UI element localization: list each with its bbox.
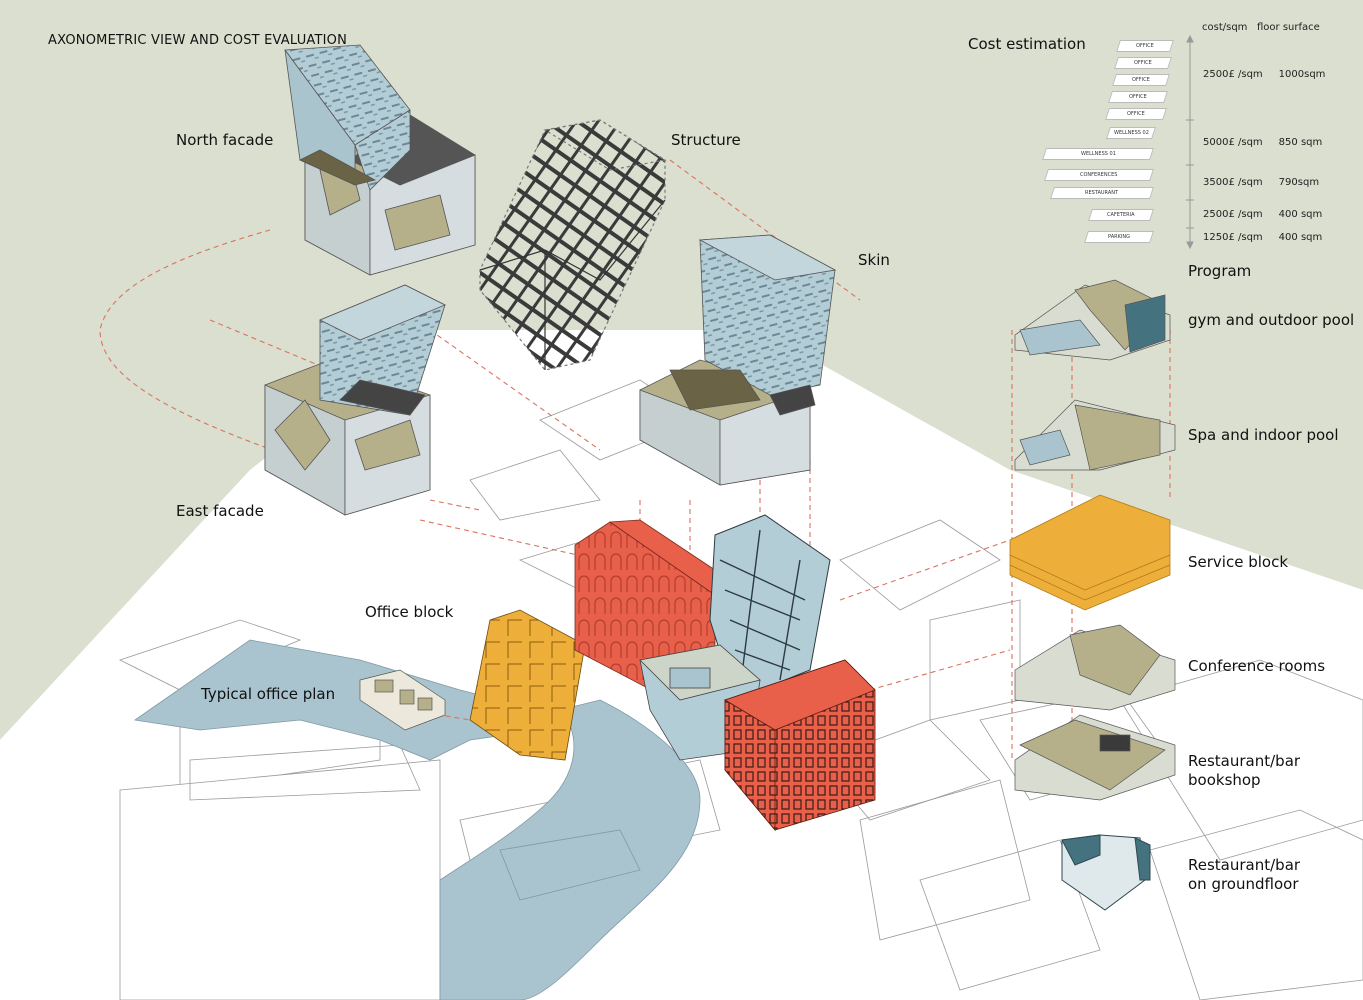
floor-tag: OFFICE [1112,74,1170,86]
label-program: Program [1188,262,1252,280]
cost-header-floor: floor surface [1257,22,1320,33]
floor-tag: OFFICE [1108,91,1168,103]
skin-tower [639,234,837,486]
label-north-facade: North facade [176,131,274,149]
floor-tag: OFFICE [1116,40,1174,52]
floor-tag: CONFERENCES [1044,169,1154,181]
program-label: Conference rooms [1188,657,1326,675]
floor-tag: WELLNESS 01 [1042,148,1154,160]
structure-lattice [479,119,667,371]
cost-header-cost: cost/sqm [1202,22,1248,33]
water-canal [133,639,701,1000]
program-restaurant-groundfloor [1061,834,1151,911]
label-east-facade: East facade [176,502,264,520]
floor-tag: CAFETERIA [1088,209,1154,221]
label-cost-estimation: Cost estimation [968,35,1086,53]
floor-tag: OFFICE [1114,57,1172,69]
program-spa-indoor-pool [1014,399,1176,471]
floor-tag: WELLNESS 02 [1106,127,1156,139]
office-block-yellow [469,609,586,761]
floor-tag: OFFICE [1105,108,1167,120]
floor-tag: RESTAURANT [1050,187,1154,199]
page-title: AXONOMETRIC VIEW AND COST EVALUATION [48,33,348,48]
program-conference-rooms [1014,624,1176,711]
label-structure: Structure [671,131,741,149]
program-restaurant-bookshop [1014,714,1176,801]
program-gym-outdoor-pool [1014,279,1171,361]
typical-office-plan [359,669,446,731]
red-building-front [724,659,876,832]
floor-tag: PARKING [1084,231,1154,243]
program-service-block [1009,494,1171,611]
north-facade-tower [284,44,476,276]
program-label: gym and outdoor pool [1188,311,1355,329]
glass-core-tower [709,514,831,701]
label-office-block: Office block [365,603,454,621]
east-facade-tower [264,284,446,516]
cost-axis [1186,34,1194,250]
label-skin: Skin [858,251,890,269]
label-typical-office-plan: Typical office plan [201,685,336,703]
program-label: Service block [1188,553,1289,571]
program-label: Spa and indoor pool [1188,426,1339,444]
